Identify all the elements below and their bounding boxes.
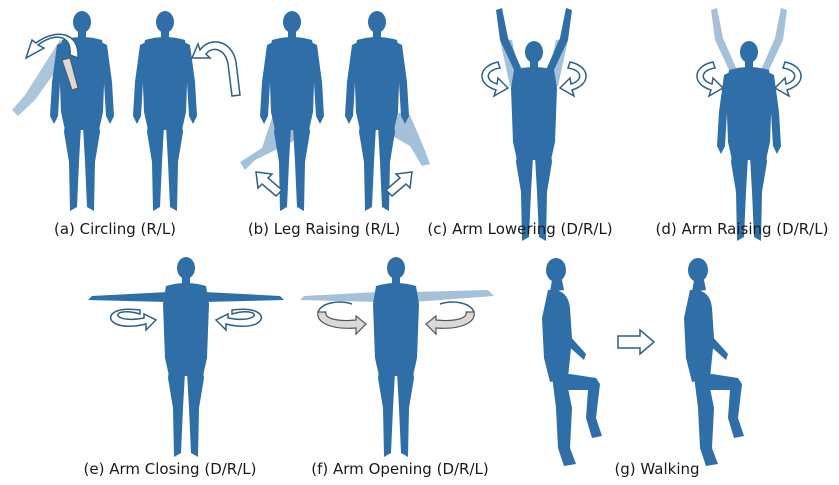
panel-a: (a) Circling (R/L) <box>12 11 240 238</box>
ghost-arm <box>300 292 378 302</box>
circular-arrow-icon <box>560 62 586 96</box>
circular-arrow-icon <box>482 62 508 96</box>
circular-arrow-icon <box>318 302 352 312</box>
caption-b: (b) Leg Raising (R/L) <box>248 220 400 238</box>
circular-arrow-icon <box>111 309 156 330</box>
panel-f: (f) Arm Opening (D/R/L) <box>300 257 494 478</box>
panel-b: (b) Leg Raising (R/L) <box>240 11 430 238</box>
ghost-arm <box>761 8 787 72</box>
body-figure <box>684 258 744 466</box>
circular-arrow-icon <box>216 309 261 330</box>
panel-e: (e) Arm Closing (D/R/L) <box>84 257 284 478</box>
body-figure <box>373 257 419 457</box>
block-arrow-icon <box>618 330 654 354</box>
body-figure <box>133 11 197 211</box>
caption-f: (f) Arm Opening (D/R/L) <box>311 460 488 478</box>
panel-d: (d) Arm Raising (D/R/L) <box>656 8 829 241</box>
circular-arrow-icon <box>426 312 474 334</box>
ghost-arm <box>711 8 737 72</box>
body-figure <box>542 258 602 466</box>
circular-arrow-icon <box>697 62 723 96</box>
ghost-arm <box>414 290 494 302</box>
body-figure <box>717 41 781 241</box>
curved-arrow-icon <box>192 42 240 96</box>
caption-g: (g) Walking <box>614 460 699 478</box>
block-arrow-icon <box>256 172 282 196</box>
caption-c: (c) Arm Lowering (D/R/L) <box>427 220 612 238</box>
tpose-arm <box>204 292 284 302</box>
panel-c: (c) Arm Lowering (D/R/L) <box>427 8 612 241</box>
block-arrow-icon <box>386 172 412 196</box>
circular-arrow-icon <box>440 302 474 312</box>
tpose-arm <box>88 292 168 302</box>
caption-e: (e) Arm Closing (D/R/L) <box>84 460 257 478</box>
caption-a: (a) Circling (R/L) <box>54 220 176 238</box>
panel-g: (g) Walking <box>542 258 744 478</box>
circular-arrow-icon <box>318 312 366 334</box>
caption-d: (d) Arm Raising (D/R/L) <box>656 220 829 238</box>
circular-arrow-icon <box>775 62 801 96</box>
body-figure <box>163 257 209 457</box>
